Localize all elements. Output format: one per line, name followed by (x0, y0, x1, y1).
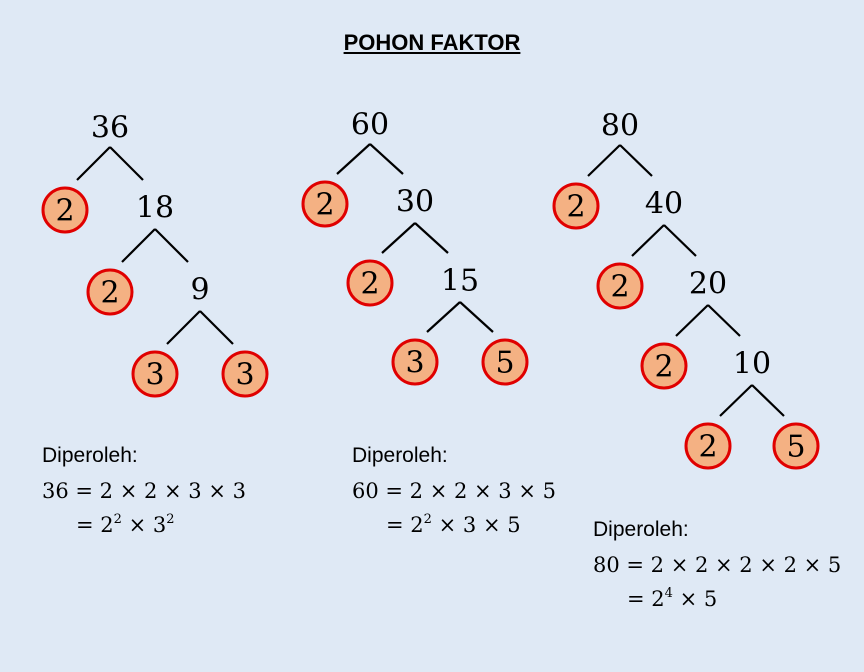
term-base: 2 (651, 587, 665, 611)
result-label: Diperoleh: (352, 444, 448, 467)
term-base: 2 (410, 513, 424, 537)
prime-number: 2 (55, 194, 74, 229)
prime-circle (552, 182, 600, 230)
term-base: 5 (507, 513, 521, 537)
result-label: Diperoleh: (593, 518, 689, 541)
term-base: 3 (152, 513, 167, 537)
term-base: 3 (462, 513, 477, 537)
branch-line (199, 310, 234, 345)
prime-number: 2 (566, 190, 585, 225)
prime-circle (301, 180, 349, 228)
term-exponent: 4 (664, 586, 673, 601)
composite-number: 40 (645, 187, 683, 222)
prime-number: 3 (145, 358, 164, 393)
result-line2: = 22 × 32 (42, 508, 246, 542)
term-exponent: 2 (423, 512, 432, 527)
branch-line (381, 222, 416, 254)
result-block-36: Diperoleh: 36 = 2 × 2 × 3 × 3 = 22 × 32 (42, 444, 246, 542)
root-number: 80 (601, 109, 639, 144)
branch-line (619, 144, 653, 177)
term-exponent: 2 (166, 512, 175, 527)
equals-sign: = (76, 513, 101, 537)
prime-circle (596, 262, 644, 310)
result-block-80: Diperoleh: 80 = 2 × 2 × 2 × 2 × 5 = 24 ×… (593, 518, 841, 616)
branch-line (675, 304, 709, 337)
result-line2: = 22 × 3 × 5 (352, 508, 556, 542)
prime-circle (772, 422, 820, 470)
branch-line (719, 384, 753, 417)
prime-circle (41, 186, 89, 234)
prime-circle (131, 350, 179, 398)
prime-circle (86, 268, 134, 316)
equals-sign: = (386, 513, 411, 537)
page-title: POHON FAKTOR (343, 30, 521, 55)
root-number: 60 (351, 108, 389, 143)
term-base: 2 (100, 513, 114, 537)
branch-line (414, 222, 449, 254)
times-sign: × (476, 513, 508, 537)
times-sign: × (431, 513, 463, 537)
branch-line (663, 224, 697, 257)
result-block-60: Diperoleh: 60 = 2 × 2 × 3 × 5 = 22 × 3 ×… (352, 444, 556, 542)
branch-line (751, 384, 785, 417)
composite-number: 10 (733, 347, 771, 382)
branch-line (631, 224, 665, 257)
prime-number: 3 (235, 358, 254, 393)
result-line2: = 24 × 5 (593, 582, 841, 616)
prime-number: 2 (698, 430, 717, 465)
prime-number: 3 (405, 346, 424, 381)
prime-circle (346, 259, 394, 307)
prime-circle (221, 350, 269, 398)
composite-number: 9 (190, 273, 209, 308)
prime-number: 5 (786, 430, 805, 465)
prime-circle (391, 338, 439, 386)
times-sign: × (672, 587, 704, 611)
branch-line (121, 228, 156, 263)
times-sign: × (121, 513, 153, 537)
branch-line (426, 301, 461, 333)
composite-number: 18 (136, 191, 174, 226)
branch-line (109, 146, 144, 181)
branch-line (166, 310, 201, 345)
prime-number: 2 (100, 276, 119, 311)
prime-number: 2 (610, 270, 629, 305)
prime-number: 2 (654, 350, 673, 385)
term-exponent: 2 (113, 512, 122, 527)
result-label: Diperoleh: (42, 444, 138, 467)
branch-line (369, 143, 404, 175)
branch-line (587, 144, 621, 177)
result-line1: 36 = 2 × 2 × 3 × 3 (42, 479, 246, 503)
prime-number: 2 (360, 267, 379, 302)
prime-circle (481, 338, 529, 386)
prime-number: 5 (495, 346, 514, 381)
term-base: 5 (703, 587, 718, 611)
prime-circle (640, 342, 688, 390)
root-number: 36 (91, 111, 129, 146)
result-line1: 60 = 2 × 2 × 3 × 5 (352, 479, 556, 503)
branch-line (707, 304, 741, 337)
composite-number: 30 (396, 185, 434, 220)
prime-number: 2 (315, 188, 334, 223)
branch-line (336, 143, 371, 175)
prime-circle (684, 422, 732, 470)
branch-line (459, 301, 494, 333)
equals-sign: = (627, 587, 652, 611)
branch-line (76, 146, 111, 181)
result-line1: 80 = 2 × 2 × 2 × 2 × 5 (593, 553, 842, 577)
branch-line (154, 228, 189, 263)
composite-number: 15 (441, 264, 479, 299)
composite-number: 20 (689, 267, 727, 302)
